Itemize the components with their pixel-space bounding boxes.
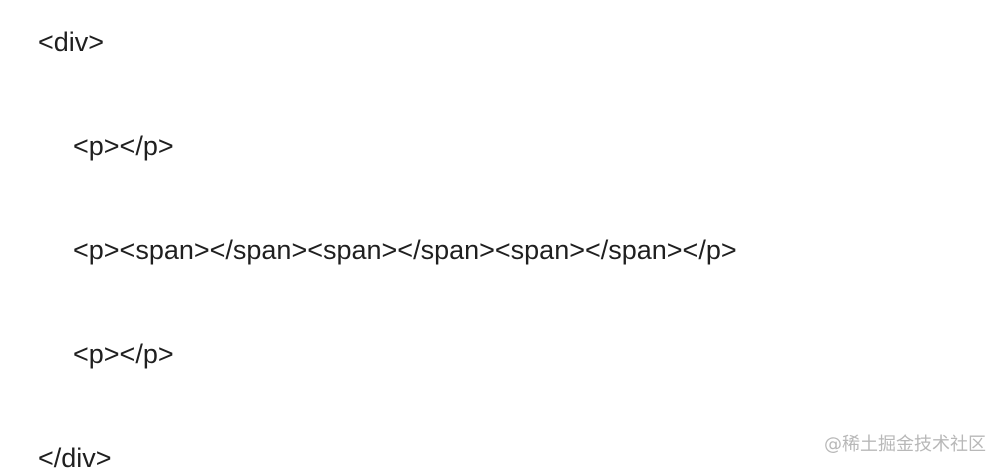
- code-line-paragraph-spans: <p><span></span><span></span><span></spa…: [73, 235, 737, 265]
- code-line-div-open: <div>: [38, 27, 105, 57]
- code-line-paragraph-empty-1: <p></p>: [73, 131, 174, 161]
- code-line-div-close: </div>: [38, 443, 112, 473]
- code-line-paragraph-empty-2: <p></p>: [73, 339, 174, 369]
- source-watermark: @稀土掘金技术社区: [824, 434, 986, 455]
